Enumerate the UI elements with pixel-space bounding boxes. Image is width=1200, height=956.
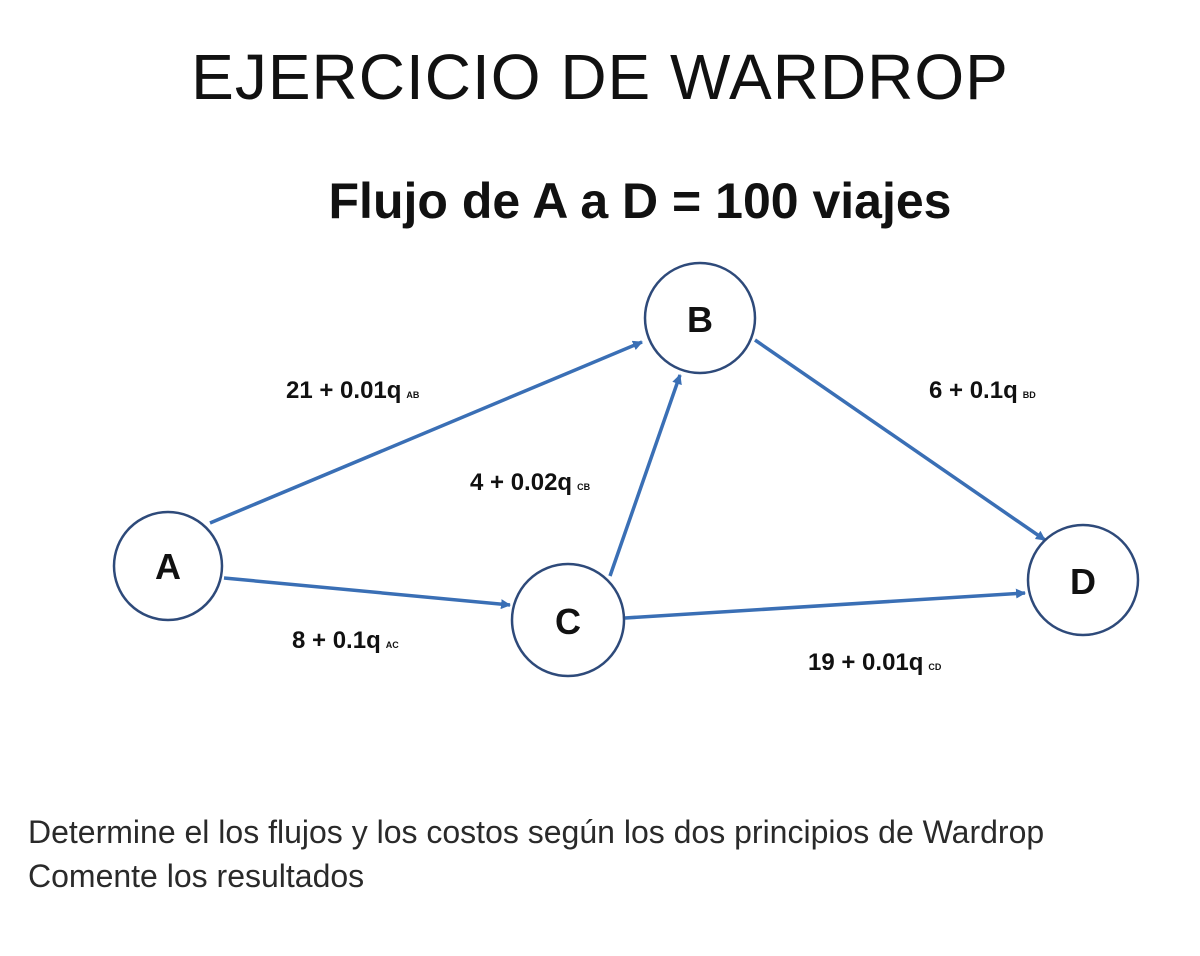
node-b: B (643, 261, 757, 375)
instruction-line-2: Comente los resultados (28, 858, 365, 894)
node-d-label: D (1070, 561, 1096, 602)
edge-a-b-subscript: AB (406, 390, 419, 400)
edge-c-b-cost: 4 + 0.02q (470, 469, 572, 496)
edge-a-b-label: 21 + 0.01q AB (286, 377, 420, 404)
edge-c-d-label: 19 + 0.01q CD (808, 649, 942, 676)
edge-b-d (754, 338, 1046, 542)
edge-c-b-subscript: CB (577, 482, 590, 492)
slide-title: EJERCICIO DE WARDROP (191, 41, 1009, 113)
edge-c-d (624, 588, 1026, 620)
instructions: Determine el los flujos y los costos seg… (28, 810, 1044, 898)
edge-c-d-cost: 19 + 0.01q (808, 649, 923, 676)
edge-a-b (209, 340, 643, 525)
edge-a-c-label: 8 + 0.1q AC (292, 627, 399, 654)
edge-a-c-subscript: AC (386, 640, 399, 650)
instruction-line-1: Determine el los flujos y los costos seg… (28, 814, 1045, 850)
node-c-label: C (555, 601, 581, 642)
node-b-label: B (687, 299, 713, 340)
edge-c-d-subscript: CD (928, 662, 941, 672)
node-a: A (112, 510, 224, 622)
edge-a-c-cost: 8 + 0.1q (292, 627, 381, 654)
edge-c-b-label: 4 + 0.02q CB (470, 469, 591, 496)
edge-b-d-cost: 6 + 0.1q (929, 377, 1018, 404)
edge-b-d-subscript: BD (1023, 390, 1036, 400)
edge-b-d-label: 6 + 0.1q BD (929, 377, 1036, 404)
node-d: D (1026, 523, 1140, 637)
node-a-label: A (155, 546, 181, 587)
node-c: C (510, 562, 626, 678)
slide-subtitle: Flujo de A a D = 100 viajes (328, 173, 952, 229)
edge-a-c (223, 576, 511, 610)
edge-c-b (608, 374, 682, 577)
edge-a-b-cost: 21 + 0.01q (286, 377, 401, 404)
